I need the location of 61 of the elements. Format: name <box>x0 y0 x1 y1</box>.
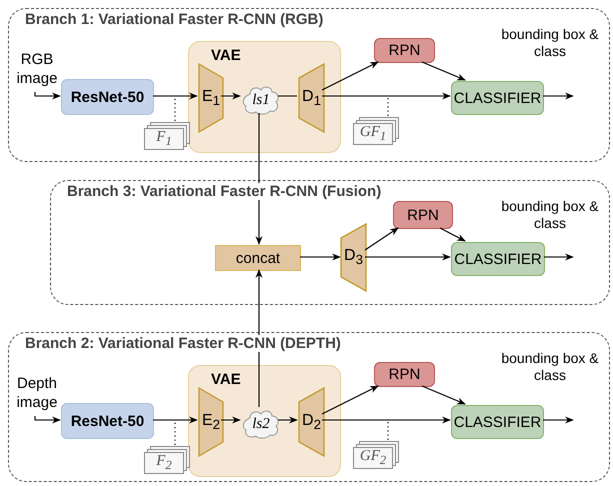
arrow <box>543 416 574 424</box>
arrow <box>322 92 451 100</box>
process-box: RPN <box>374 362 435 387</box>
feature-label: F$_{1}$ <box>156 129 172 149</box>
vae-panel <box>188 365 341 477</box>
arrow <box>364 228 399 250</box>
branch-panel <box>50 180 610 305</box>
block-label: D$_{2}$ <box>302 412 321 432</box>
arrow <box>153 92 198 100</box>
leader-line <box>387 98 389 116</box>
arrow <box>322 386 379 414</box>
process-box: CLASSIFIER <box>451 81 544 115</box>
output-label: bounding box & class <box>500 198 600 232</box>
arrow <box>255 113 263 245</box>
process-box: RPN <box>393 201 453 229</box>
arrow <box>300 253 341 261</box>
input-label: RGB image <box>16 51 58 89</box>
arrow <box>278 416 298 424</box>
leader-line <box>174 98 176 121</box>
panel-title: Branch 3: Variational Faster R-CNN (Fusion) <box>67 183 382 200</box>
arrow <box>440 228 466 242</box>
block-label: D$_{1}$ <box>302 88 321 108</box>
arrow <box>422 62 466 80</box>
process-box: ResNet-50 <box>61 403 154 439</box>
arrow <box>34 416 61 424</box>
arrow <box>422 386 466 404</box>
branch-panel <box>8 332 610 482</box>
block-label: E$_{1}$ <box>202 88 220 108</box>
process-box: ResNet-50 <box>61 79 154 115</box>
leader-line <box>387 422 389 440</box>
panel-title: VAE <box>211 371 241 388</box>
panel-title: VAE <box>211 47 241 64</box>
leader-line <box>174 422 176 445</box>
process-box: CLASSIFIER <box>451 405 544 439</box>
feature-label: GF$_{2}$ <box>360 448 386 468</box>
block-label: E$_{2}$ <box>202 412 220 432</box>
process-box: concat <box>215 245 301 271</box>
process-box: CLASSIFIER <box>451 242 545 276</box>
arrow <box>365 253 451 261</box>
process-box: RPN <box>374 38 435 63</box>
feature-label: F$_{2}$ <box>156 453 172 473</box>
arrow <box>544 253 574 261</box>
latent-label: ls1 <box>252 92 270 108</box>
panel-title: Branch 2: Variational Faster R-CNN (DEPTH) <box>25 335 341 352</box>
arrow <box>153 416 198 424</box>
branch-panel <box>8 8 610 162</box>
latent-label: ls2 <box>252 416 270 432</box>
arrow <box>543 92 574 100</box>
arrow <box>322 62 379 90</box>
panel-title: Branch 1: Variational Faster R-CNN (RGB) <box>25 11 324 28</box>
feature-label: GF$_{1}$ <box>360 124 386 144</box>
output-label: bounding box & class <box>500 350 600 384</box>
arrow <box>34 92 61 100</box>
input-label: Depth image <box>16 375 58 413</box>
output-label: bounding box & class <box>500 26 600 60</box>
arrow <box>322 416 451 424</box>
arrow <box>221 416 241 424</box>
vae-panel <box>188 41 341 153</box>
block-label: D$_{3}$ <box>344 247 363 268</box>
arrow <box>221 92 241 100</box>
arrow <box>255 269 263 407</box>
